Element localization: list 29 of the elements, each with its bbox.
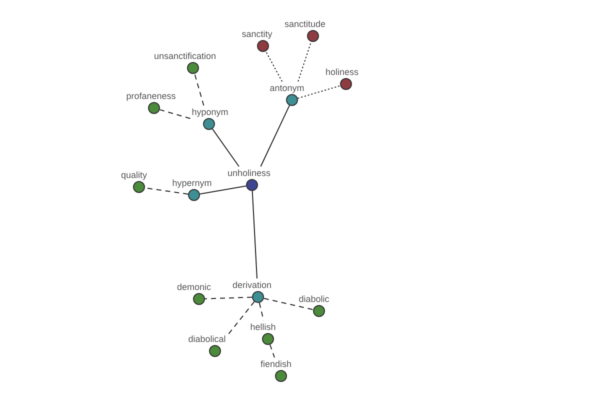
connector-line xyxy=(263,298,314,310)
node-label: diabolical xyxy=(188,334,226,345)
connector-line xyxy=(297,85,341,99)
node-label: demonic xyxy=(176,282,212,293)
node-label: diabolic xyxy=(298,294,330,305)
connector-line xyxy=(159,109,191,120)
connector-line xyxy=(265,50,283,82)
node-label: hellish xyxy=(250,322,276,333)
connector-line xyxy=(260,104,290,167)
connector-line xyxy=(252,190,258,279)
node-label: fiendish xyxy=(260,359,292,370)
connector-line xyxy=(226,301,255,336)
node-label: quality xyxy=(120,170,147,181)
connector-line xyxy=(270,344,275,358)
node-label: unholiness xyxy=(227,168,271,179)
connector-line xyxy=(194,73,204,106)
node-label: sanctity xyxy=(242,29,272,40)
node-label: derivation xyxy=(232,280,272,291)
connector-line xyxy=(199,186,247,194)
connector-line xyxy=(298,41,312,82)
node-label: hypernym xyxy=(172,178,212,189)
node-label: holiness xyxy=(325,67,359,78)
node-label: profaneness xyxy=(126,91,176,102)
connector-line xyxy=(212,128,240,167)
node-label: hyponym xyxy=(192,107,228,118)
connector-line xyxy=(204,296,252,300)
node-label: unsanctification xyxy=(154,51,216,62)
node-label: antonym xyxy=(270,83,304,94)
node-label: sanctitude xyxy=(284,19,326,30)
